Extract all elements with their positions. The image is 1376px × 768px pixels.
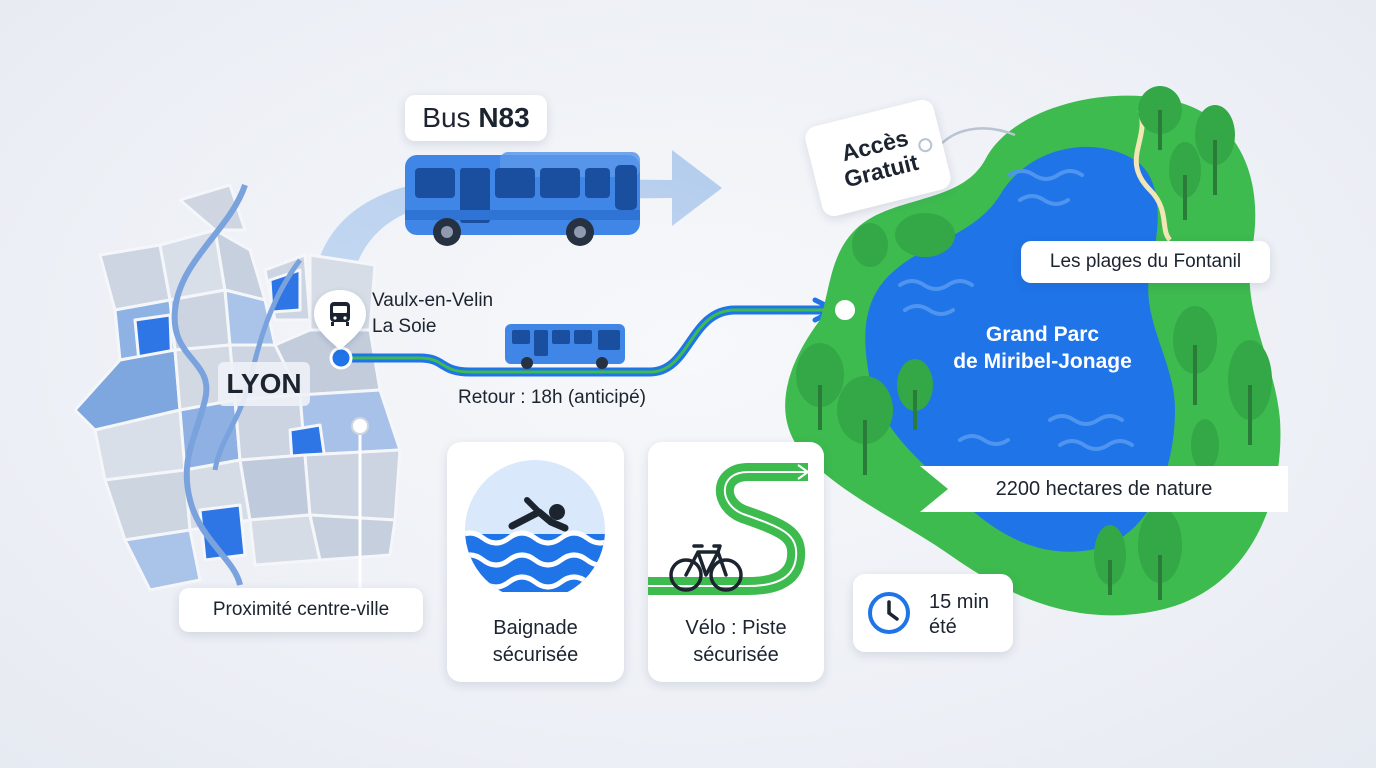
swimmer-icon — [465, 460, 605, 592]
park-name-line2: de Miribel-Jonage — [953, 350, 1132, 373]
bus-label-prefix: Bus — [422, 102, 479, 133]
bus-stop-pin-icon — [314, 290, 366, 350]
park-trees — [796, 86, 1272, 600]
park-name-line1: Grand Parc — [985, 323, 1100, 346]
area-banner: 2200 hectares de nature — [920, 466, 1288, 512]
stop-name-line1: Vaulx-en-Velin — [372, 290, 494, 311]
proximity-text: Proximité centre-ville — [212, 599, 390, 620]
bus-line-number: N83 — [478, 102, 530, 133]
frequency-card: 15 min été — [853, 574, 1013, 652]
beaches-label: Les plages du Fontanil — [1021, 241, 1270, 283]
feature-swimming-line2: sécurisée — [492, 644, 579, 666]
city-name: LYON — [226, 368, 302, 399]
small-bus-illustration — [505, 324, 625, 369]
area-text: 2200 hectares de nature — [995, 477, 1213, 500]
feature-bike-line1: Vélo : Piste — [685, 617, 787, 639]
return-note: Retour : 18h (anticipé) — [458, 387, 646, 408]
city-label: LYON — [218, 362, 310, 406]
bicycle-icon — [648, 463, 810, 595]
bus-illustration — [405, 152, 640, 246]
feature-bike-line2: sécurisée — [693, 644, 779, 666]
frequency-line1: 15 min — [929, 591, 990, 613]
tag-string — [939, 127, 1016, 146]
proximity-label: Proximité centre-ville — [179, 588, 423, 632]
route-line — [329, 297, 841, 377]
frequency-line2: été — [929, 616, 957, 638]
proximity-leader — [351, 417, 369, 588]
park-name: Grand Parc de Miribel-Jonage — [930, 318, 1155, 378]
stop-name: Vaulx-en-Velin La Soie — [372, 288, 493, 340]
beaches-text: Les plages du Fontanil — [1049, 251, 1242, 272]
clock-icon — [868, 592, 910, 634]
feature-card-swimming: Baignade sécurisée — [447, 442, 624, 682]
stop-name-line2: La Soie — [372, 316, 437, 337]
feature-card-bike: Vélo : Piste sécurisée — [648, 442, 824, 682]
bus-line-label: Bus N83 — [405, 95, 547, 141]
feature-swimming-line1: Baignade — [493, 617, 578, 639]
water-waves — [898, 169, 1134, 506]
